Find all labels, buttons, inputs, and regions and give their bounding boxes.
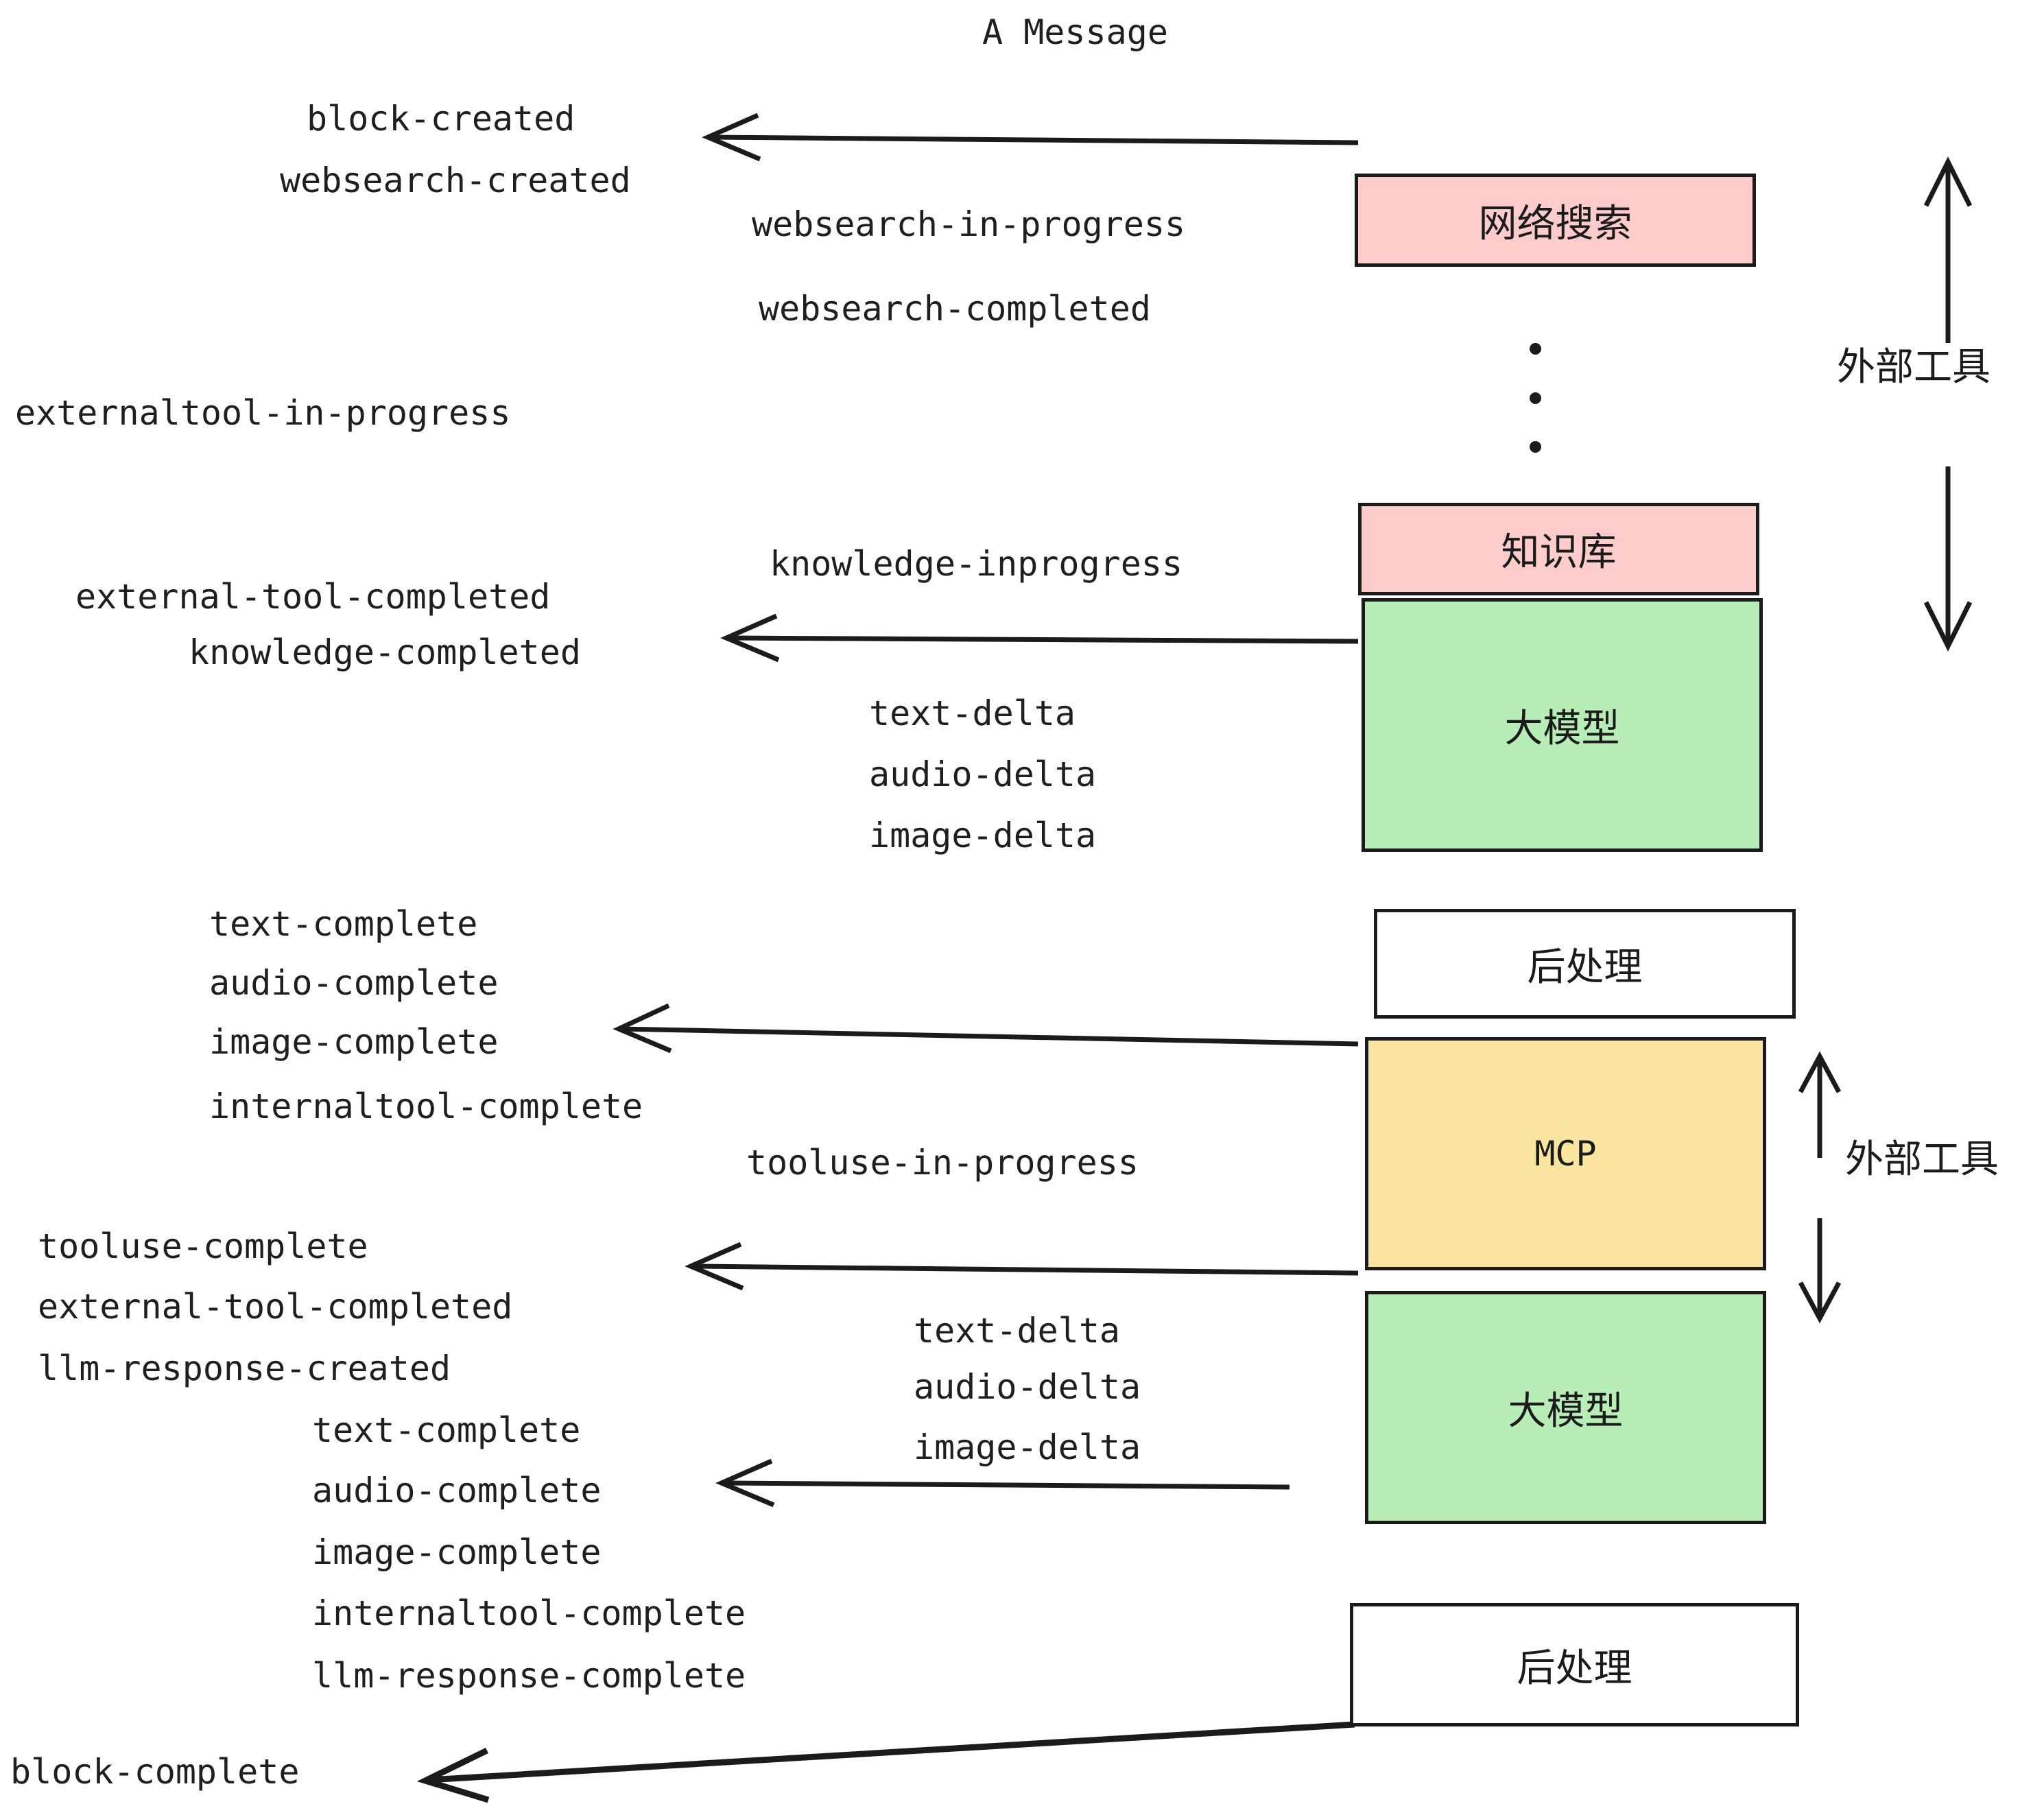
event-text-delta-1: text-delta: [869, 693, 1076, 733]
event-audio-delta-1: audio-delta: [869, 755, 1097, 794]
node-llm-2[interactable]: 大模型: [1365, 1291, 1766, 1524]
arrow-websearch-to-events: [702, 112, 1359, 162]
event-text-delta-2: text-delta: [914, 1311, 1121, 1351]
event-image-delta-1: image-delta: [869, 816, 1097, 855]
node-knowledge-label: 知识库: [1501, 530, 1617, 575]
node-postprocess-2-label: 后处理: [1517, 1646, 1632, 1691]
ellipsis-dot: [1529, 392, 1541, 404]
event-text-complete-2: text-complete: [312, 1410, 581, 1450]
event-externaltool-in-progress: externaltool-in-progress: [15, 393, 511, 433]
event-external-tool-completed: external-tool-completed: [75, 577, 551, 617]
event-llm-response-complete: llm-response-complete: [312, 1656, 746, 1696]
event-audio-delta-2: audio-delta: [914, 1367, 1141, 1407]
ellipsis-dot: [1529, 343, 1541, 355]
event-llm-response-created: llm-response-created: [38, 1349, 451, 1388]
node-llm-2-label: 大模型: [1508, 1388, 1624, 1434]
external-tools-bottom-arrow: [1798, 1051, 1842, 1324]
event-tooluse-complete: tooluse-complete: [38, 1226, 368, 1266]
event-internaltool-complete-1: internaltool-complete: [209, 1087, 643, 1126]
node-websearch[interactable]: 网络搜索: [1355, 174, 1756, 267]
node-postprocess-1[interactable]: 后处理: [1374, 909, 1796, 1019]
arrow-mcp-to-events: [685, 1242, 1359, 1291]
event-websearch-completed: websearch-completed: [759, 289, 1151, 329]
event-knowledge-inprogress: knowledge-inprogress: [770, 544, 1183, 584]
event-websearch-created: websearch-created: [280, 161, 631, 200]
group-label-external-tools-bottom: 外部工具: [1845, 1137, 1999, 1182]
arrow-llm2-to-events: [715, 1458, 1290, 1508]
event-block-created: block-created: [307, 99, 575, 139]
arrow-knowledge-to-events: [720, 613, 1359, 663]
event-external-tool-completed-2: external-tool-completed: [38, 1287, 513, 1327]
node-knowledge[interactable]: 知识库: [1358, 503, 1759, 595]
event-text-complete-1: text-complete: [209, 904, 478, 944]
external-tools-top-arrow: [1923, 156, 1973, 652]
event-tooluse-in-progress: tooluse-in-progress: [746, 1143, 1139, 1183]
event-audio-complete-1: audio-complete: [209, 963, 499, 1003]
node-llm-1-label: 大模型: [1504, 706, 1620, 751]
event-image-complete-2: image-complete: [312, 1532, 602, 1572]
node-mcp[interactable]: MCP: [1365, 1037, 1766, 1270]
event-internaltool-complete-2: internaltool-complete: [312, 1593, 746, 1633]
node-llm-1[interactable]: 大模型: [1362, 598, 1763, 852]
node-websearch-label: 网络搜索: [1478, 201, 1632, 246]
ellipsis-dot: [1529, 441, 1541, 453]
arrow-postprocess1-to-events: [613, 1003, 1359, 1054]
event-knowledge-completed: knowledge-completed: [189, 632, 581, 672]
diagram-title: A Message: [982, 12, 1168, 52]
event-websearch-in-progress: websearch-in-progress: [752, 204, 1186, 244]
node-mcp-label: MCP: [1534, 1134, 1597, 1174]
node-postprocess-2[interactable]: 后处理: [1350, 1603, 1799, 1726]
event-image-complete-1: image-complete: [209, 1022, 499, 1062]
event-block-complete: block-complete: [10, 1752, 300, 1792]
arrow-postprocess2-to-block-complete: [416, 1721, 1355, 1803]
event-audio-complete-2: audio-complete: [312, 1471, 602, 1510]
vertical-ellipsis-icon: [1528, 343, 1542, 453]
group-label-external-tools-top: 外部工具: [1837, 345, 1990, 390]
node-postprocess-1-label: 后处理: [1527, 945, 1643, 990]
event-image-delta-2: image-delta: [914, 1427, 1141, 1467]
